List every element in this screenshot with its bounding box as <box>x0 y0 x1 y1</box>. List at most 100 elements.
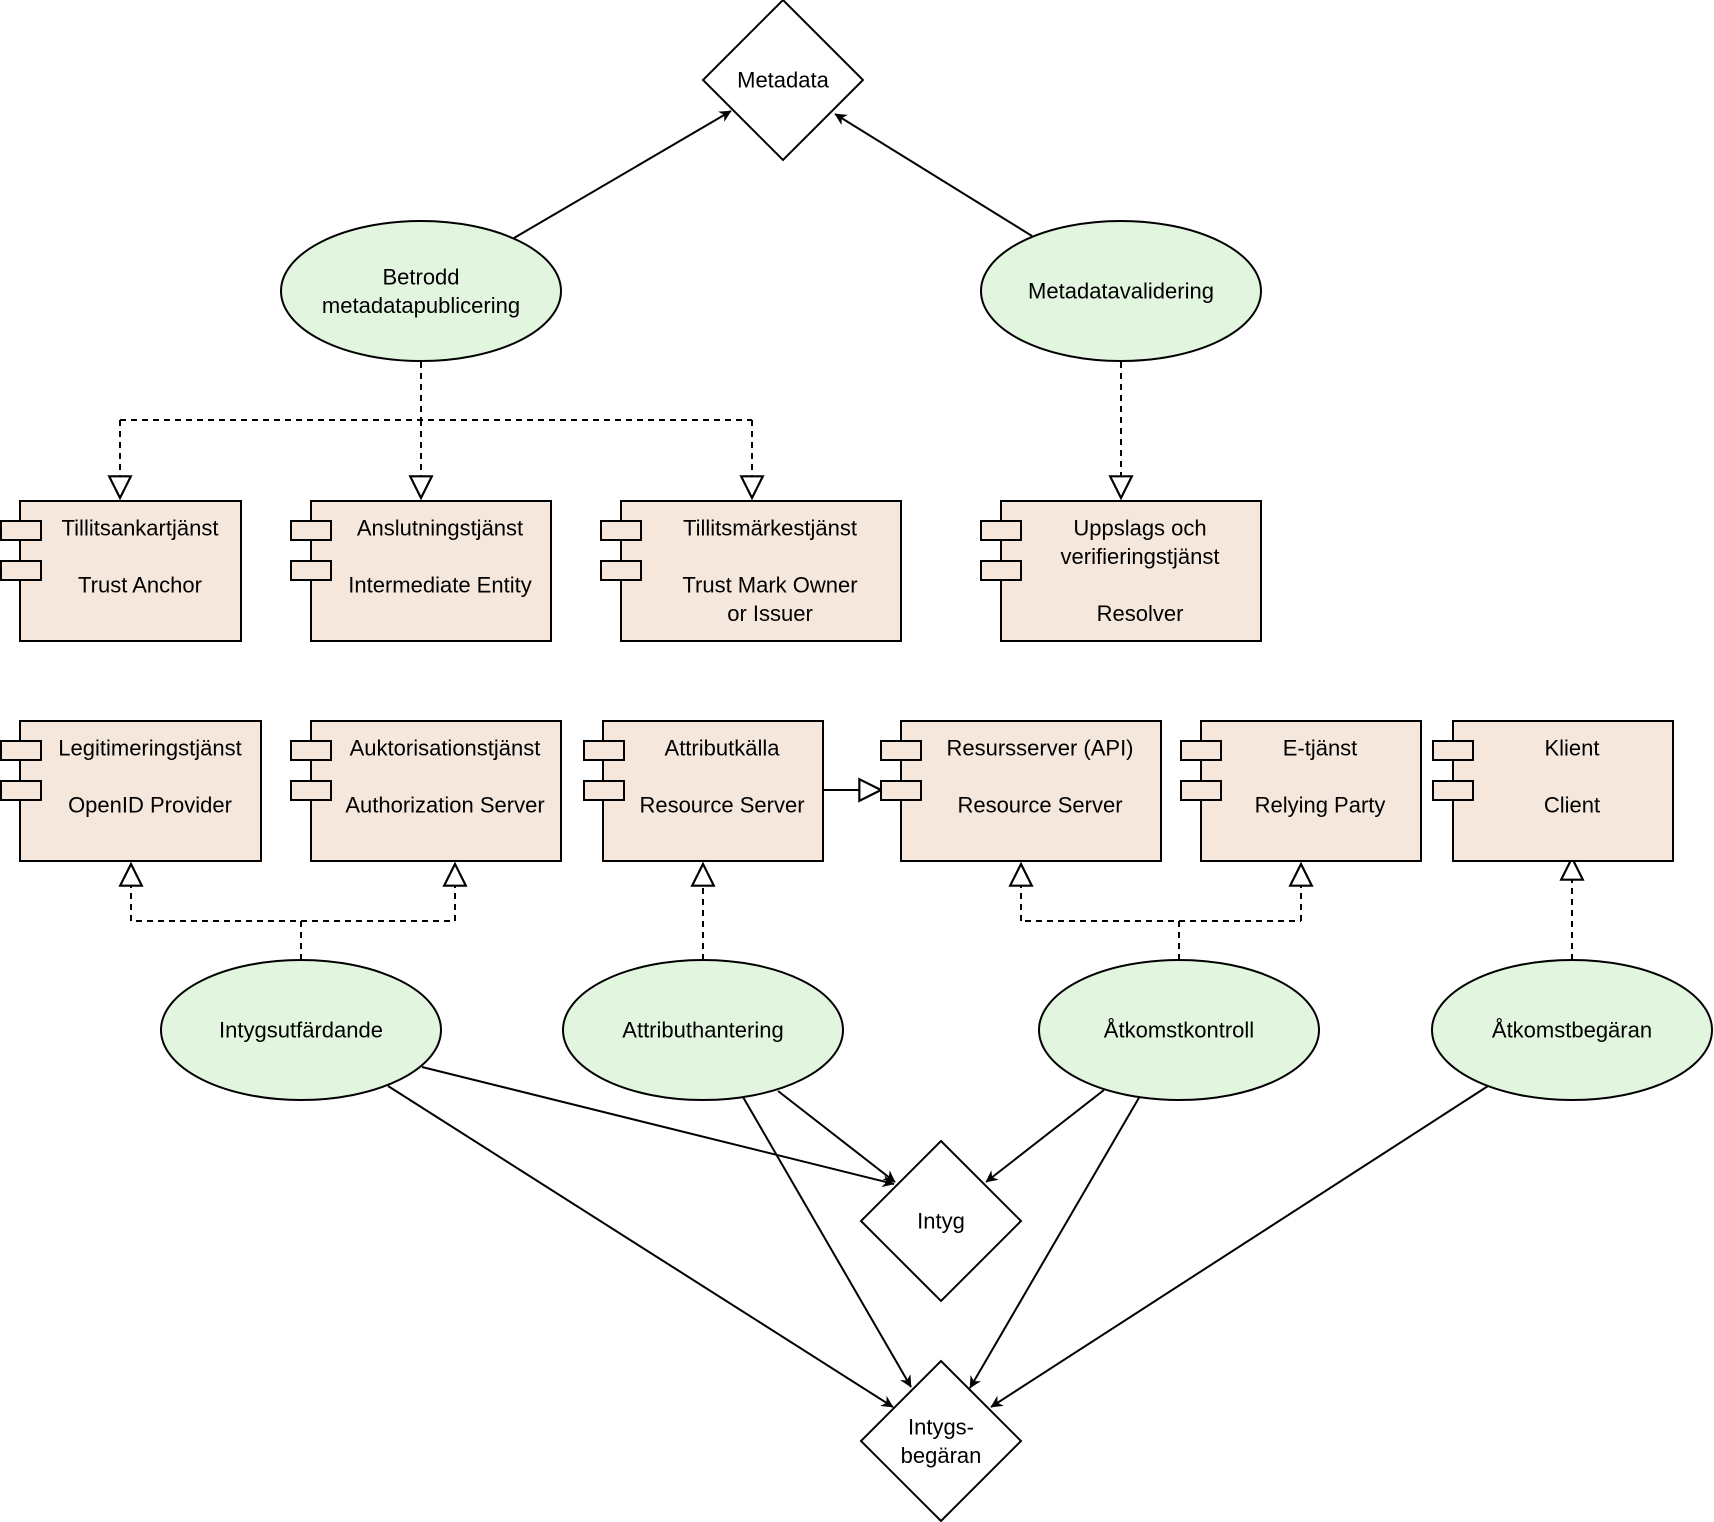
component-tab-icon <box>880 780 922 801</box>
edge-atkomstkontroll-to-intyg <box>985 1089 1105 1183</box>
usecase-shape <box>1431 959 1713 1101</box>
component-tab-icon <box>290 560 332 581</box>
edge-attributhantering-to-intyg <box>777 1090 896 1183</box>
component-tab-icon <box>290 780 332 801</box>
usecase-label: Attributhantering <box>622 1018 783 1043</box>
label-line: Åtkomstbegäran <box>1492 1018 1652 1043</box>
usecase-atkomstkontroll: Åtkomstkontroll <box>1038 959 1320 1101</box>
usecase-atkomstbegaran: Åtkomstbegäran <box>1431 959 1713 1101</box>
component-tab-icon <box>980 520 1022 541</box>
component-tab-icon <box>1180 740 1222 761</box>
edges <box>120 110 1572 1408</box>
component-body <box>1000 500 1262 642</box>
component-body <box>310 500 552 642</box>
label-line: Auktorisationstjänst <box>350 736 541 761</box>
component-tab-icon <box>290 740 332 761</box>
label-line: Attributkälla <box>665 736 781 761</box>
label-line: E-tjänst <box>1283 736 1358 761</box>
label-line: Klient <box>1544 736 1599 761</box>
usecase-label: Metadatavalidering <box>1028 279 1214 304</box>
edge-attributhantering-to-intygsbegaran <box>742 1096 912 1388</box>
usecase-metadatavalidering: Metadatavalidering <box>980 220 1262 362</box>
component-tab-icon <box>583 780 625 801</box>
diamond-label: Metadata <box>737 68 829 93</box>
component-tab-icon <box>600 560 642 581</box>
label-line: Resolver <box>1097 601 1184 626</box>
component-tab-icon <box>583 740 625 761</box>
label-line: Resursserver (API) <box>946 736 1133 761</box>
usecase-attributhantering: Attributhantering <box>562 959 844 1101</box>
component-tab-icon <box>600 520 642 541</box>
diamond-intygsbegaran: Intygs-begäran <box>859 1359 1023 1522</box>
component-tab-icon <box>0 780 42 801</box>
usecase-label: Intygsutfärdande <box>219 1018 383 1043</box>
label-line: Tillitsmärkestjänst <box>683 516 857 541</box>
label-line: metadatapublicering <box>322 293 520 318</box>
label-line: Metadata <box>737 68 829 93</box>
usecase-label: Åtkomstbegäran <box>1492 1018 1652 1043</box>
component-tab-icon <box>1432 780 1474 801</box>
edge-intygsutfardande-bus <box>131 920 455 960</box>
component-tab-icon <box>0 560 42 581</box>
edge-atkomstkontroll-bus <box>1021 920 1301 960</box>
label-line: Trust Mark Owner <box>682 573 857 598</box>
label-line: OpenID Provider <box>68 793 232 818</box>
edge-atkomstbegaran-to-intygsbegaran <box>990 1085 1489 1408</box>
edge-intygsutfardande-to-intygsbegaran <box>387 1085 894 1408</box>
diamond-shape <box>701 0 865 162</box>
edge-betrodd-to-metadata <box>513 110 732 239</box>
diamond-label: Intygs-begäran <box>901 1414 982 1468</box>
label-line: Attributhantering <box>622 1018 783 1043</box>
edge-metadatavalidering-to-metadata <box>834 113 1033 237</box>
component-label: Resursserver (API) Resource Server <box>946 736 1133 818</box>
label-line: Anslutningstjänst <box>357 516 523 541</box>
component-body <box>19 500 242 642</box>
label-line: Resource Server <box>957 793 1122 818</box>
component-body <box>900 720 1162 862</box>
diamond-label: Intyg <box>917 1209 965 1234</box>
label-line: Intyg <box>917 1209 965 1234</box>
label-line: Intygsutfärdande <box>219 1018 383 1043</box>
edge-intygsutfardande-to-intyg <box>421 1066 895 1188</box>
component-tab-icon <box>980 560 1022 581</box>
label-line: Intermediate Entity <box>348 573 531 598</box>
label-line: Tillitsankartjänst <box>62 516 219 541</box>
label-line: begäran <box>901 1443 982 1468</box>
component-tab-icon <box>0 740 42 761</box>
label-line: Åtkomstkontroll <box>1104 1018 1254 1043</box>
label-line: Intygs- <box>908 1414 974 1439</box>
component-resursserver: Resursserver (API) Resource Server <box>880 720 1162 862</box>
label-line: or Issuer <box>727 601 813 626</box>
edge-betrodd-bus <box>120 362 752 421</box>
component-body <box>19 720 262 862</box>
label-line: Metadatavalidering <box>1028 279 1214 304</box>
edge-atkomstkontroll-to-intygsbegaran <box>969 1095 1141 1389</box>
component-tab-icon <box>1180 780 1222 801</box>
label-line: Resource Server <box>639 793 804 818</box>
usecase-shape <box>1038 959 1320 1101</box>
diamond-metadata: Metadata <box>701 0 865 162</box>
label-line: Legitimeringstjänst <box>58 736 241 761</box>
diamond-intyg: Intyg <box>859 1139 1023 1303</box>
label-line: Uppslags och <box>1073 516 1206 541</box>
label-line: verifieringstjänst <box>1061 544 1220 569</box>
